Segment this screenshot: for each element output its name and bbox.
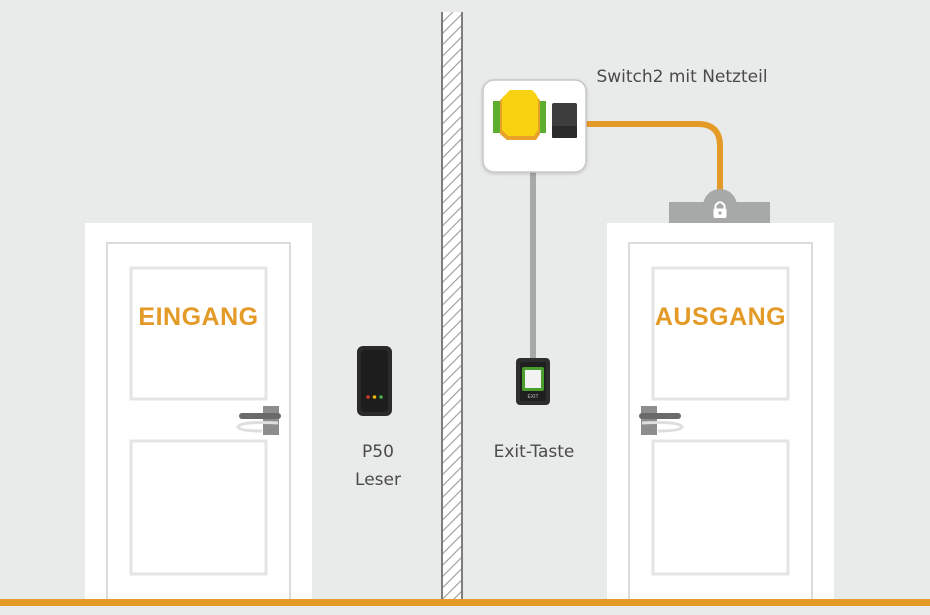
reader-caption-line2: Leser (355, 470, 401, 490)
floor-line (0, 599, 930, 606)
reader-caption: P50 Leser (335, 438, 421, 494)
power-supply (552, 103, 577, 138)
entrance-door (85, 223, 312, 604)
exit-door (607, 223, 834, 604)
exit-button-caption: Exit-Taste (493, 442, 575, 462)
door-handle-right (639, 406, 684, 435)
dividing-wall (441, 12, 463, 602)
reader-caption-line1: P50 (362, 442, 394, 462)
switch-caption: Switch2 mit Netzteil (596, 67, 768, 87)
lock-icon (713, 201, 727, 218)
exit-button-device: EXIT (516, 358, 550, 405)
switch-box (482, 79, 587, 173)
door-lock (669, 189, 770, 223)
power-cable (585, 121, 723, 195)
door-handle-left (236, 406, 281, 435)
entrance-label: EINGANG (138, 303, 259, 331)
exit-button-face-label: EXIT (527, 394, 538, 400)
exit-label: AUSGANG (654, 303, 787, 331)
p50-reader-device (357, 346, 392, 416)
relay-module (493, 90, 546, 140)
